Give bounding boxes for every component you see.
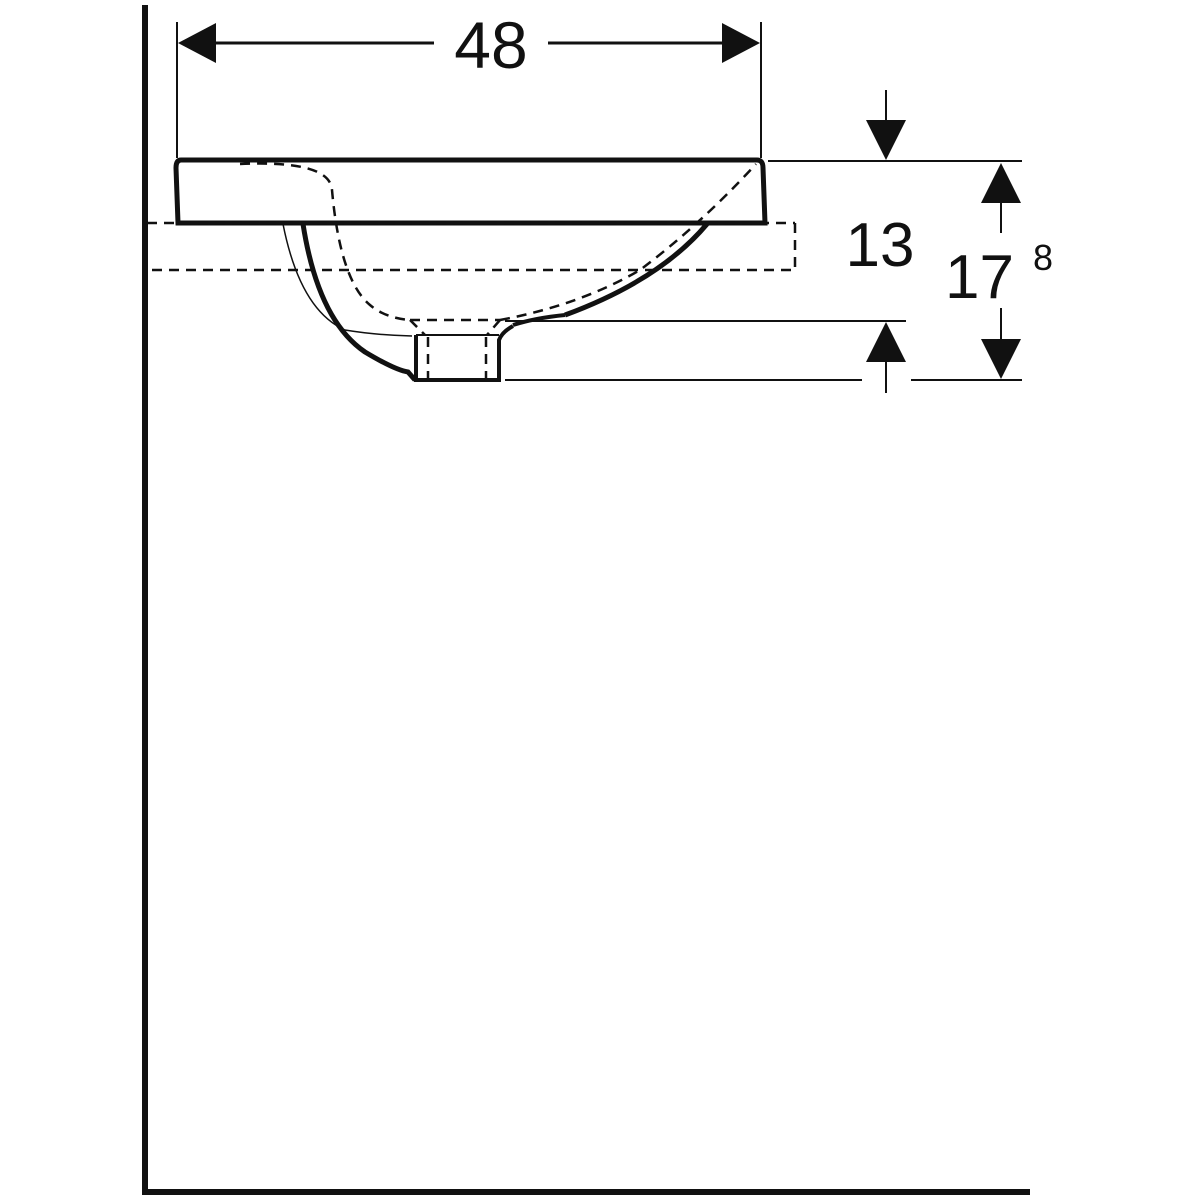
bowl-inner-left: [282, 223, 413, 337]
arrow-right-icon: [722, 23, 760, 63]
washbasin-outline: [173, 157, 768, 382]
arrow-down-icon: [981, 339, 1021, 379]
arrow-up-icon: [981, 163, 1021, 203]
wall-floor: [142, 5, 1030, 1195]
bowl-outer-right: [564, 222, 709, 318]
total-height-superscript: 8: [1033, 237, 1053, 278]
rim: [173, 157, 768, 226]
hidden-lines: [147, 162, 797, 380]
bowl-outer-right-tail: [512, 313, 566, 327]
total-height-label: 17: [945, 243, 1014, 312]
rim-height-dimension: 13: [505, 90, 1022, 393]
drain-outlet: [414, 324, 514, 382]
total-height-main: 17: [945, 243, 1014, 312]
hidden-drain-cone-right: [486, 319, 501, 336]
width-label: 48: [454, 8, 527, 82]
total-height-dimension: 17 8: [945, 163, 1053, 379]
width-dimension: 48: [176, 8, 762, 158]
rim-height-label: 13: [846, 211, 915, 280]
hidden-bowl-right: [499, 163, 757, 322]
bowl-outer-left: [300, 223, 417, 382]
hidden-bowl-left: [239, 162, 411, 322]
arrow-up-icon: [866, 322, 906, 362]
hidden-drain-cone-left: [409, 319, 426, 336]
arrow-left-icon: [178, 23, 216, 63]
arrow-down-icon: [866, 120, 906, 160]
